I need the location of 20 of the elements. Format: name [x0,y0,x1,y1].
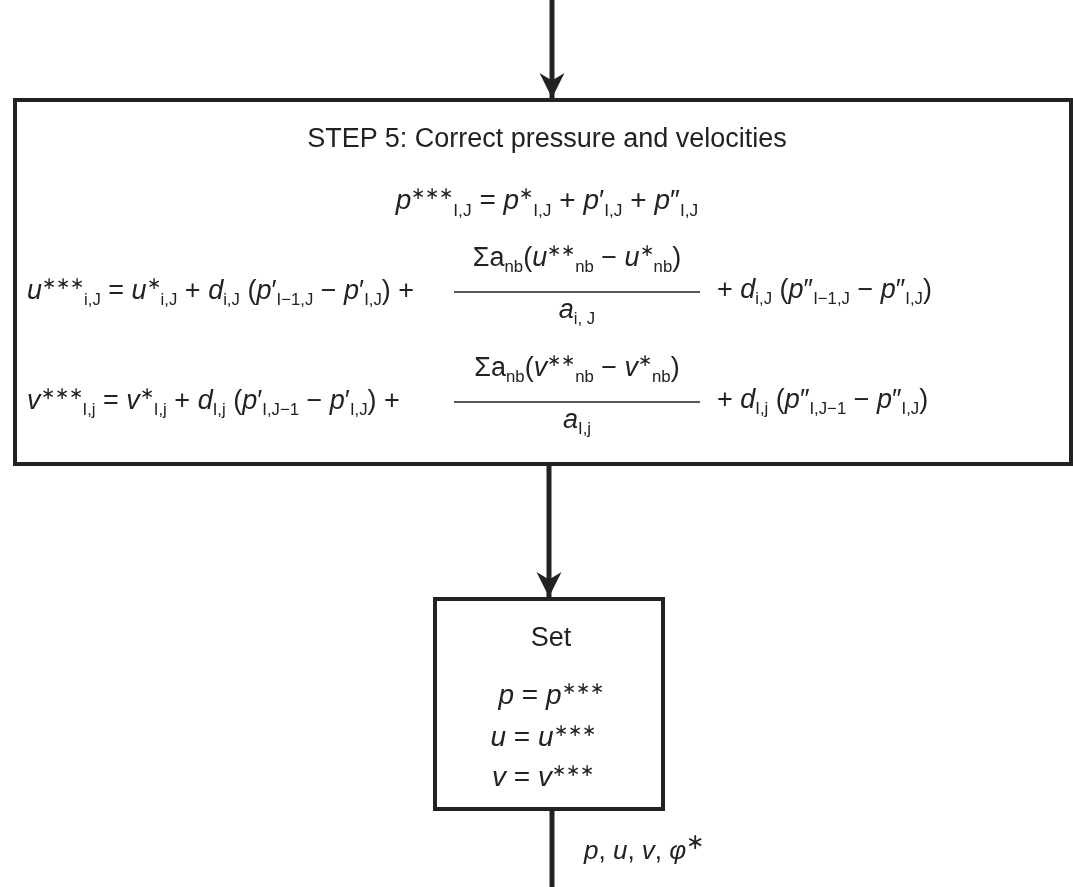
fraction-denominator: a$_{i, J}$ [558,295,596,329]
equation: u = u$^{∗∗∗}$ [490,721,596,754]
arrow [539,0,565,98]
fraction-denominator: a$_{I,j}$ [562,405,592,439]
equation: u$^{∗∗∗}$$_{i,J}$ = u$^{∗}$$_{i,J}$ + d$_{i,J}$ (p′$_{I−1,J}$ − p′$_{I,J}$) + [27,275,415,310]
step-heading: STEP 5: Correct pressure and velocities [307,124,787,154]
process-box [13,98,1073,466]
equation: v = v$^{∗∗∗}$ [492,761,594,794]
step-heading: Set [530,623,572,653]
equation: p$^{∗∗∗}$$_{I,J}$ = p$^{∗}$$_{I,J}$ + p′$_{I,J}$ + p″$_{I,J}$ [395,184,699,220]
edge-label: p, u, v, φ$^{∗}$ [584,829,705,866]
equation: + d$_{i,J}$ (p″$_{I−1,J}$ − p″$_{I,J}$) [717,275,932,309]
arrow [536,466,562,597]
equation: + d$_{I,j}$ (p″$_{I,J−1}$ − p″$_{I,J}$) [717,385,929,419]
equation: p = p$^{∗∗∗}$ [498,679,604,712]
equation: v$^{∗∗∗}$$_{I,j}$ = v$^{∗}$$_{I,j}$ + d$_{I,j}$ (p′$_{I,J−1}$ − p′$_{I,J}$) + [27,385,400,420]
connector-line [549,811,555,887]
fraction-numerator: Σa$_{nb}$(v$^{∗∗}$$_{nb}$ − v$^{∗}$$_{nb}$) [474,352,680,387]
fraction-numerator: Σa$_{nb}$(u$^{∗∗}$$_{nb}$ − u$^{∗}$$_{nb}$) [472,242,682,277]
process-box [433,597,665,811]
